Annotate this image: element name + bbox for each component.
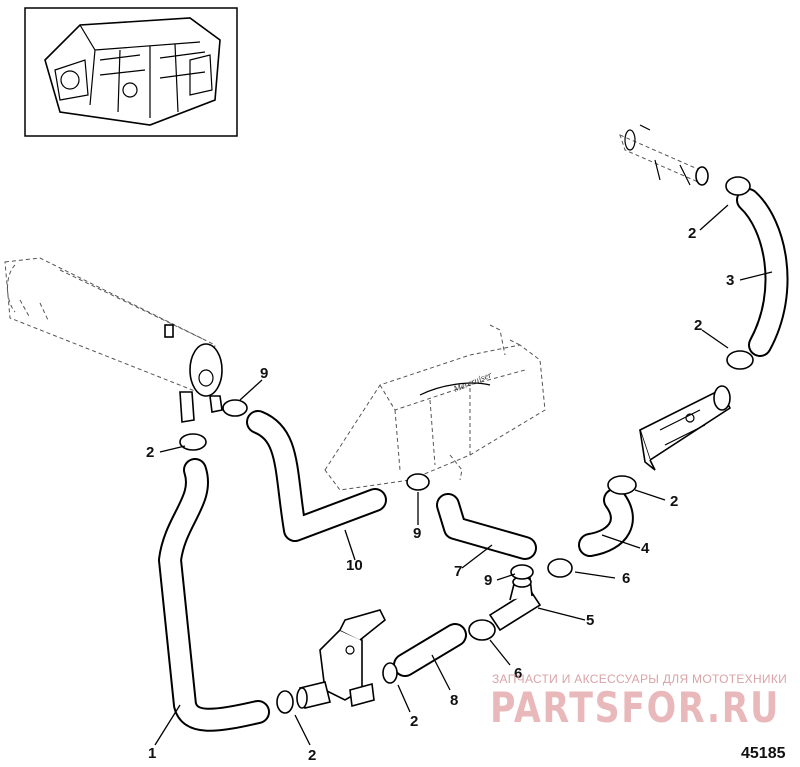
hose-8	[393, 623, 467, 677]
exhaust-manifold: Mercruiser	[324, 324, 546, 491]
heat-exchanger	[4, 257, 223, 423]
callout-7: 7	[454, 563, 462, 580]
callout-8: 8	[450, 692, 458, 709]
callout-9: 9	[413, 525, 421, 542]
tee-fitting-5	[488, 576, 542, 632]
callout-2: 2	[146, 444, 154, 461]
drawing-id: 45185	[741, 745, 786, 762]
hose-clamps	[179, 176, 754, 714]
callout-3: 3	[726, 272, 734, 289]
watermark: ЗАПЧАСТИ И АКСЕССУАРЫ ДЛЯ МОТОТЕХНИКИ PA…	[490, 672, 787, 732]
callout-1: 1	[148, 745, 156, 762]
callout-2: 2	[688, 225, 696, 242]
callout-6: 6	[622, 570, 630, 587]
callout-9: 9	[260, 365, 268, 382]
callout-2: 2	[694, 317, 702, 334]
upper-fitting-assembly	[619, 124, 709, 186]
callout-4: 4	[641, 540, 650, 557]
callout-labels: 2 3 2 9 2 2 4 9 10 7 9 6 5 6 8 2 1 2	[146, 225, 734, 764]
thermostat-housing	[296, 609, 387, 709]
callout-10: 10	[346, 557, 363, 574]
hose-1	[158, 458, 270, 732]
callout-2: 2	[308, 747, 316, 764]
engine-block-inset	[24, 7, 238, 137]
svg-text:Mercruiser: Mercruiser	[451, 369, 493, 394]
watermark-tagline: ЗАПЧАСТИ И АКСЕССУАРЫ ДЛЯ МОТОТЕХНИКИ	[492, 672, 787, 686]
leader-lines	[154, 204, 773, 746]
callout-9: 9	[484, 572, 492, 589]
fitting-assembly-right	[639, 385, 732, 471]
hose-3	[736, 188, 789, 357]
hose-4	[578, 488, 634, 557]
hose-7	[436, 493, 537, 560]
watermark-brand: PARTSFOR.RU	[490, 683, 780, 732]
callout-2: 2	[410, 713, 418, 730]
callout-5: 5	[586, 612, 594, 629]
callout-2: 2	[670, 493, 678, 510]
hose-10	[246, 410, 387, 542]
callout-6: 6	[514, 665, 522, 682]
